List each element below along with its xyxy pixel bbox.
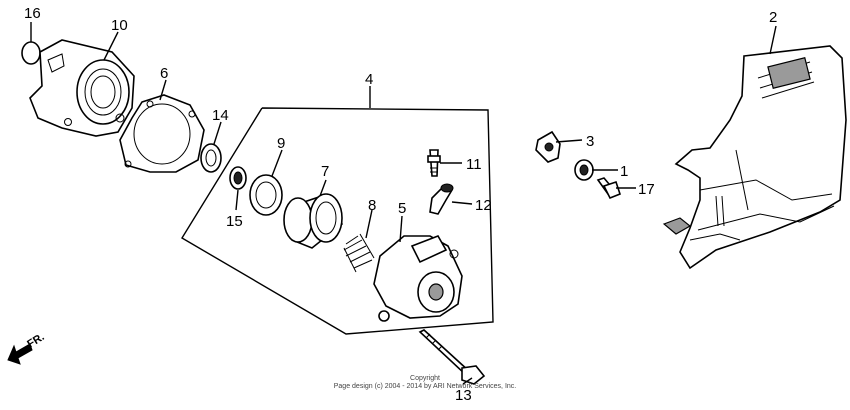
part-9-oil-seal [249,174,283,216]
callout-16: 16 [24,5,41,22]
callout-5: 5 [398,200,406,217]
callout-1: 1 [620,163,628,180]
callout-12: 12 [475,197,492,214]
copyright-notice: Copyright Page design (c) 2004 - 2014 by… [334,375,517,390]
callout-6: 6 [160,65,168,82]
part-10-housing [29,39,135,137]
callout-numbers: 16 10 6 14 9 15 7 8 5 4 11 12 13 3 1 17 … [24,5,777,404]
part-11-bleed-screw [427,149,441,177]
callout-8: 8 [368,197,376,214]
part-1-collar [574,159,594,181]
part-13-bolt [418,329,486,385]
part-14-bearing [200,143,222,173]
part-16-o-ring [21,41,41,65]
part-12-cap [429,183,454,215]
part-4-assembly-outline [181,107,494,335]
copyright-line-2: Page design (c) 2004 - 2014 by ARI Netwo… [334,383,517,390]
part-17-bolt [596,177,621,200]
front-arrow-icon [7,343,33,365]
part-2-side-cover [662,45,847,270]
leader-lines [30,22,777,385]
part-5-cover [373,235,463,322]
callout-10: 10 [111,17,128,34]
callout-7: 7 [321,163,329,180]
callout-15: 15 [226,213,243,230]
front-direction-indicator: FR. [7,331,47,365]
callout-9: 9 [277,135,285,152]
part-7-sleeve [283,193,344,249]
callout-2: 2 [769,9,777,26]
callout-11: 11 [466,156,482,173]
callout-14: 14 [212,107,229,124]
part-8-spring [343,233,375,273]
part-3-plate [535,130,561,163]
callout-4: 4 [365,71,373,88]
callout-13: 13 [455,387,472,404]
part-15-bearing [229,166,247,190]
copyright-line-1: Copyright [410,375,440,382]
part-6-gasket [119,94,205,173]
callout-17: 17 [638,181,655,198]
callout-3: 3 [586,133,594,150]
